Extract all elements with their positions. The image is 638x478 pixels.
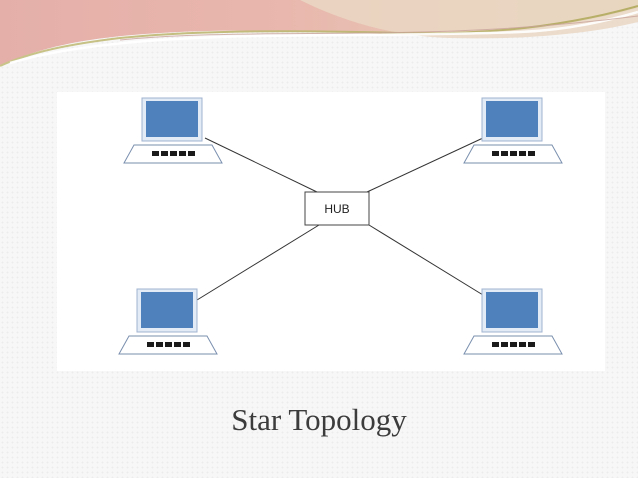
- laptop-icon: [463, 288, 563, 355]
- link-top-left: [204, 137, 318, 193]
- laptop-icon: [463, 97, 563, 164]
- slide-title: Star Topology: [231, 402, 407, 437]
- laptop-icon: [118, 288, 218, 355]
- network-links: [196, 137, 484, 301]
- hub-label: HUB: [324, 202, 349, 216]
- link-bottom-left: [196, 224, 320, 301]
- decorative-banner: [0, 0, 638, 67]
- star-topology-diagram: HUB: [118, 97, 563, 355]
- link-bottom-right: [368, 224, 484, 296]
- hub-box: HUB: [304, 191, 370, 226]
- laptop-icon: [123, 97, 223, 164]
- diagram-panel: HUB: [57, 92, 605, 371]
- link-top-right: [366, 137, 484, 193]
